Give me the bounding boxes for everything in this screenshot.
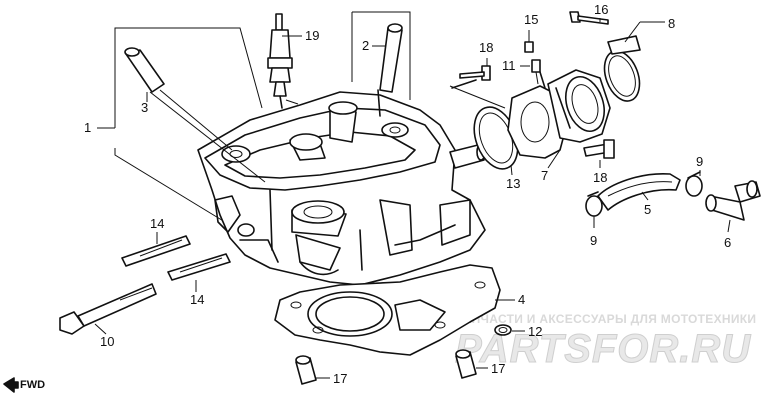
part-15-bolt	[524, 30, 534, 53]
callout-2: 2	[362, 38, 369, 53]
leader-part-6	[727, 219, 731, 233]
callout-16: 16	[594, 2, 608, 17]
callout-13: 13	[506, 176, 520, 191]
callout-1: 1	[84, 120, 91, 135]
leader-part-10	[94, 323, 107, 335]
callout-5: 5	[644, 202, 651, 217]
part-17-dowel-left	[295, 355, 317, 385]
part-11-bolt	[531, 59, 541, 85]
part-6-pipe	[705, 180, 761, 221]
leader-part-13	[510, 164, 513, 176]
fwd-arrow-icon	[3, 377, 19, 393]
callout-9-right: 9	[696, 154, 703, 169]
leader-part-3b	[159, 89, 233, 151]
callout-11: 11	[502, 58, 516, 73]
bracket-part-1-bottom	[114, 148, 226, 223]
callout-9-left: 9	[590, 233, 597, 248]
part-17-dowel-right	[455, 349, 477, 379]
callout-10: 10	[100, 334, 114, 349]
callout-15: 15	[524, 12, 538, 27]
callout-4: 4	[518, 292, 525, 307]
callout-17-left: 17	[333, 371, 347, 386]
fwd-label: FWD	[20, 379, 45, 391]
part-7-intake-manifold	[507, 69, 611, 159]
part-18-bolt-upper	[449, 65, 506, 109]
part-2-dowel	[377, 23, 403, 117]
bracket-part-1-top	[114, 27, 263, 128]
leader-part-3c	[149, 91, 266, 183]
callout-14-lower: 14	[190, 292, 204, 307]
part-14-stud-lower	[167, 253, 231, 281]
part-9-clip-left	[585, 191, 603, 217]
part-3-dowel	[124, 47, 165, 93]
part-19-spark-plug	[267, 13, 293, 109]
callout-18-upper: 18	[479, 40, 493, 55]
leader-part-8b	[624, 21, 641, 43]
callout-12: 12	[528, 324, 542, 339]
callout-6: 6	[724, 235, 731, 250]
callout-14-upper: 14	[150, 216, 164, 231]
leader-part-5	[641, 191, 649, 201]
part-5-hose	[597, 173, 681, 211]
part-12-washer	[494, 324, 512, 336]
part-4-head-gasket	[274, 264, 501, 356]
callout-7: 7	[541, 168, 548, 183]
bracket-part-1-right2	[352, 11, 411, 100]
part-14-stud-upper	[121, 235, 191, 267]
part-18-bolt-lower	[583, 139, 615, 159]
callout-17-right: 17	[491, 361, 505, 376]
part-10-bolt	[59, 283, 157, 335]
callout-3: 3	[141, 100, 148, 115]
callout-19: 19	[305, 28, 319, 43]
callout-8: 8	[668, 16, 675, 31]
part-9-clip-right	[685, 171, 703, 197]
leader-part-7	[547, 149, 561, 169]
part-8-clamp	[603, 35, 641, 102]
cylinder-head	[197, 91, 486, 286]
leader-part-19b	[285, 99, 299, 105]
callout-18-lower: 18	[593, 170, 607, 185]
watermark-subtitle: ЗАПЧАСТИ И АКСЕССУАРЫ ДЛЯ МОТОТЕХНИКИ	[455, 312, 756, 326]
